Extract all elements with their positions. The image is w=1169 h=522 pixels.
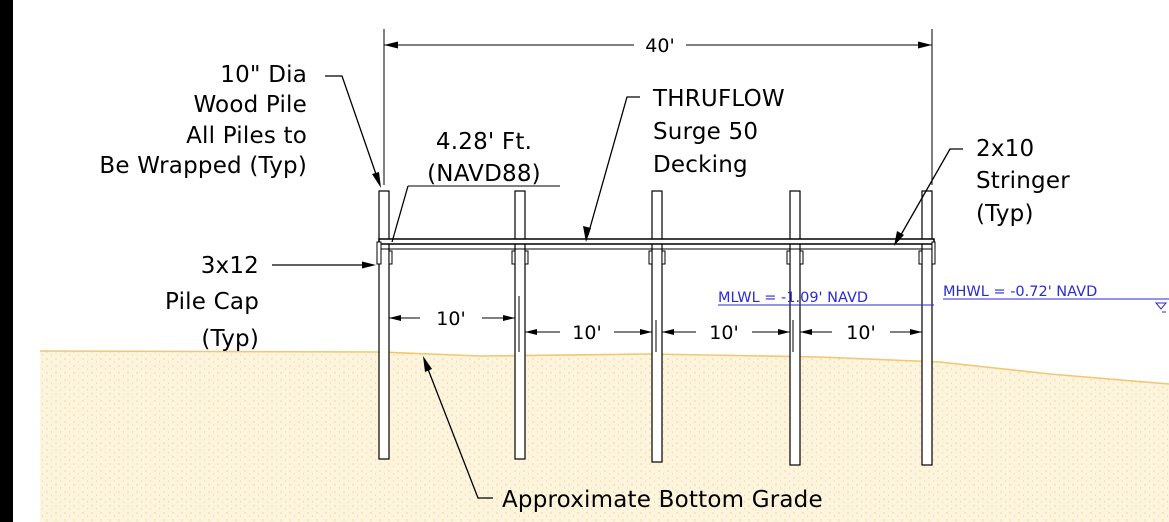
elevation-label-line-1: 4.28' Ft. <box>436 129 532 155</box>
mhwl-label: MHWL = -0.72' NAVD <box>943 284 1097 300</box>
pile-cap-2 <box>511 250 516 265</box>
deck-assembly <box>376 238 936 265</box>
decking-label-line-2: Surge 50 <box>653 119 758 145</box>
bottom-grade-line <box>39 350 1169 385</box>
decking-label-line-3: Decking <box>653 152 748 178</box>
water-levels: MLWL = -1.09' NAVD MHWL = -0.72' NAVD <box>718 284 1169 313</box>
pile-cap-4b <box>799 250 804 265</box>
pile-callout: 10" Dia Wood Pile All Piles to Be Wrappe… <box>99 62 381 188</box>
pile-cap-3 <box>648 250 653 265</box>
pile-cap-label-line-2: Pile Cap <box>165 289 259 315</box>
pile-cap-5b <box>931 241 936 265</box>
pile-label-line-3: All Piles to <box>186 123 307 149</box>
pile-cap-4 <box>786 250 791 265</box>
pile-cap-3b <box>661 250 666 265</box>
pile-cap-callout: 3x12 Pile Cap (Typ) <box>165 253 376 352</box>
pile-label-line-2: Wood Pile <box>193 92 307 118</box>
span-3-label: 10' <box>709 322 738 344</box>
elevation-label-line-2: (NAVD88) <box>427 161 541 187</box>
decking <box>378 238 935 245</box>
bottom-grade-label: Approximate Bottom Grade <box>502 487 823 513</box>
pile-cap-label-line-1: 3x12 <box>201 253 259 279</box>
pile-cap-label-line-3: (Typ) <box>201 326 259 352</box>
pile-4 <box>789 190 801 466</box>
seabed-sand-texture <box>40 351 1169 522</box>
frame-border <box>0 0 13 522</box>
pile-label-line-1: 10" Dia <box>220 62 307 88</box>
pile-cap-2b <box>524 250 529 265</box>
pile-5 <box>921 190 933 466</box>
decking-callout: THRUFLOW Surge 50 Decking <box>583 86 785 242</box>
pile-2 <box>514 190 526 460</box>
span-1-label: 10' <box>436 308 465 330</box>
pile-cap-1 <box>376 241 382 265</box>
decking-label-line-1: THRUFLOW <box>652 86 785 112</box>
water-level-marker-icon <box>1154 302 1168 310</box>
span-2-label: 10' <box>572 322 601 344</box>
span-4-label: 10' <box>846 322 875 344</box>
pile-cap-1b <box>388 250 393 265</box>
deck-elevation-callout: 4.28' Ft. (NAVD88) <box>391 129 560 243</box>
overall-dimension-label: 40' <box>645 35 674 57</box>
pile-cap-5 <box>918 250 923 265</box>
pile-1 <box>378 190 390 460</box>
mlwl-label: MLWL = -1.09' NAVD <box>718 290 868 306</box>
pile-label-line-4: Be Wrapped (Typ) <box>99 153 307 179</box>
stringer-label-line-1: 2x10 <box>976 136 1034 162</box>
stringer-label-line-2: Stringer <box>976 168 1070 194</box>
span-dimensions: 10' 10' 10' 10' <box>389 296 922 352</box>
overall-dimension: 40' <box>383 29 933 185</box>
bottom-grade-callout: Approximate Bottom Grade <box>423 356 823 513</box>
stringer-callout: 2x10 Stringer (Typ) <box>894 136 1070 246</box>
stringer-label-line-3: (Typ) <box>976 201 1034 227</box>
piles <box>378 190 933 466</box>
pile-3 <box>651 190 663 463</box>
